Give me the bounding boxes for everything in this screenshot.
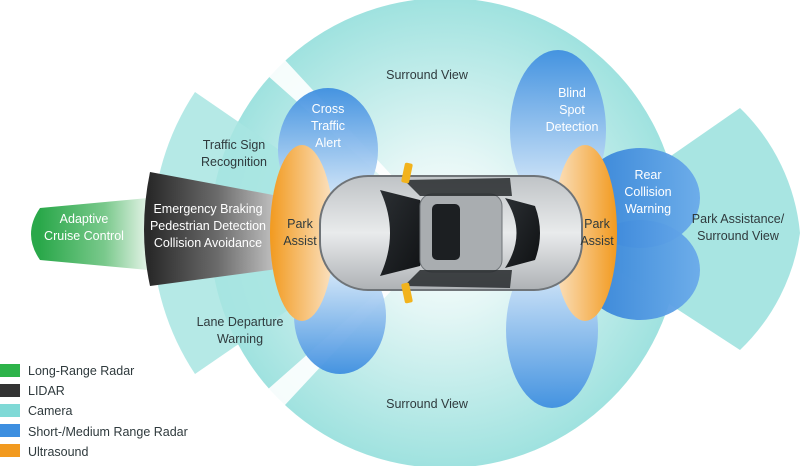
blind-spot-label: Detection [546,120,599,134]
adaptive-cruise-label: Cruise Control [44,229,124,243]
lidar-functions-label: Emergency Braking [153,202,262,216]
park-assist-rear-label: Assist [580,234,614,248]
right-mirror [401,282,413,304]
legend-label-lidar: LIDAR [28,384,65,398]
lidar-functions-label: Collision Avoidance [154,236,262,250]
legend-swatch-lidar [0,384,20,397]
rear-collision-label: Rear [634,168,661,182]
blind-spot-label: Spot [559,103,585,117]
rear-collision-label: Warning [625,202,671,216]
cross-traffic-label: Alert [315,136,341,150]
legend-swatch-ultrasound [0,444,20,457]
cross-traffic-label: Traffic [311,119,345,133]
lidar-beam [150,172,300,286]
legend-label-long-range-radar: Long-Range Radar [28,364,134,378]
car [319,162,583,304]
legend-label-ultrasound: Ultrasound [28,445,88,459]
lane-departure-label: Lane Departure [197,315,284,329]
legend-swatch-camera [0,404,20,417]
park-assist-rear-ultrasound [553,145,617,321]
park-assistance-surround-label: Surround View [697,229,780,243]
long-range-radar-beam [40,198,148,270]
traffic-sign-label: Traffic Sign [203,138,266,152]
car-rear-window [505,198,540,268]
adaptive-cruise-label: Adaptive [60,212,109,226]
legend-label-short-medium-radar: Short-/Medium Range Radar [28,425,188,439]
rear-collision-label: Collision [624,185,671,199]
legend-label-camera: Camera [28,404,73,418]
car-sunroof [432,204,460,260]
park-assist-rear-label: Park [584,217,610,231]
park-assist-front-ultrasound [270,145,334,321]
park-assistance-surround-label: Park Assistance/ [692,212,785,226]
blind-spot-label: Blind [558,86,586,100]
surround-view-bottom-label: Surround View [386,397,469,411]
car-windshield [380,190,425,276]
surround-view-top-label: Surround View [386,68,469,82]
cross-traffic-label: Cross [312,102,345,116]
traffic-sign-label: Recognition [201,155,267,169]
legend: Long-Range Radar LIDAR Camera Short-/Med… [0,364,188,459]
lidar-functions-label: Pedestrian Detection [150,219,266,233]
park-assist-front-label: Park [287,217,313,231]
legend-swatch-short-medium-radar [0,424,20,437]
legend-swatch-long-range-radar [0,364,20,377]
lane-departure-label: Warning [217,332,263,346]
park-assist-front-label: Assist [283,234,317,248]
long-range-radar-tip [31,208,40,260]
left-mirror [401,162,413,184]
